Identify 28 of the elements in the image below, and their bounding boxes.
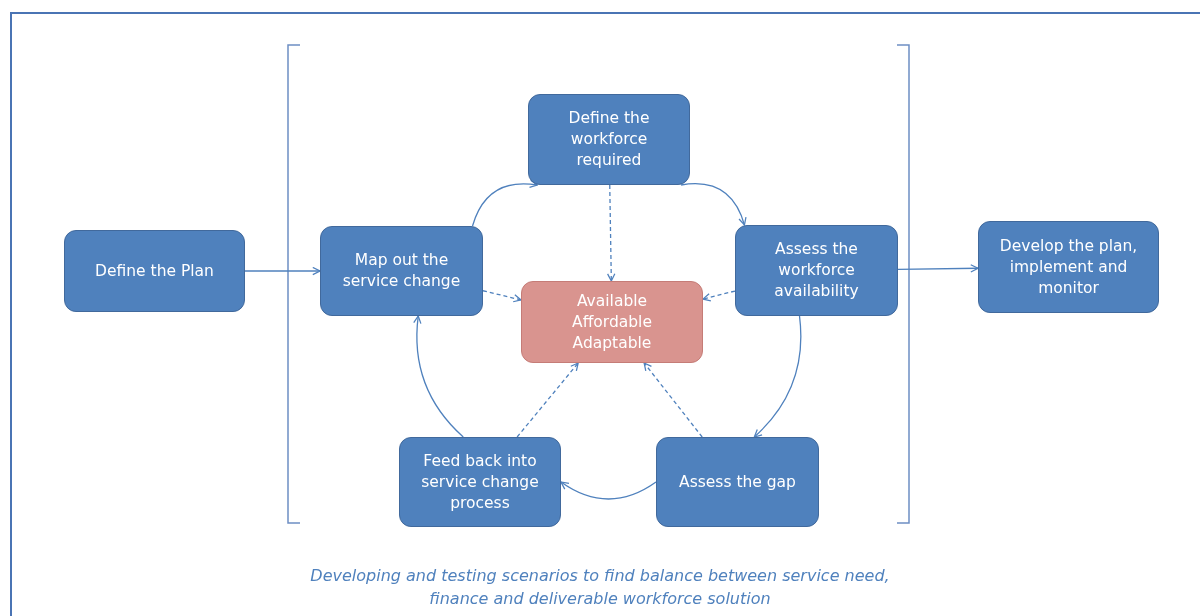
arrow xyxy=(244,266,321,276)
process-box xyxy=(528,94,690,185)
process-box xyxy=(735,225,898,316)
arrow xyxy=(702,290,736,302)
box-label: Feed back into service change process xyxy=(420,450,540,514)
box-label: Develop the plan, implement and monitor xyxy=(998,235,1139,299)
arrow xyxy=(607,184,616,282)
process-box xyxy=(656,437,819,527)
process-box xyxy=(978,221,1159,313)
box-label: Assess the workforce availability xyxy=(773,239,860,302)
arrow xyxy=(753,315,802,438)
process-box xyxy=(320,226,483,316)
process-box xyxy=(64,230,245,312)
process-box xyxy=(399,437,561,527)
caption: Developing and testing scenarios to find balance between service need, finance and deliverable workforce solution xyxy=(310,565,890,610)
box-label: Map out the service change xyxy=(341,250,462,292)
box-label: Available Affordable Adaptable xyxy=(571,290,653,354)
box-label: Define the Plan xyxy=(95,260,214,282)
arrow xyxy=(680,183,747,226)
arrow xyxy=(413,315,464,438)
box-label: Assess the gap xyxy=(679,471,796,493)
arrow xyxy=(897,264,979,273)
arrow xyxy=(643,362,703,438)
arrow xyxy=(516,362,579,438)
arrow xyxy=(560,481,657,500)
process-box xyxy=(521,281,703,363)
arrow xyxy=(482,290,522,303)
box-label: Define the workforce required xyxy=(567,108,651,171)
